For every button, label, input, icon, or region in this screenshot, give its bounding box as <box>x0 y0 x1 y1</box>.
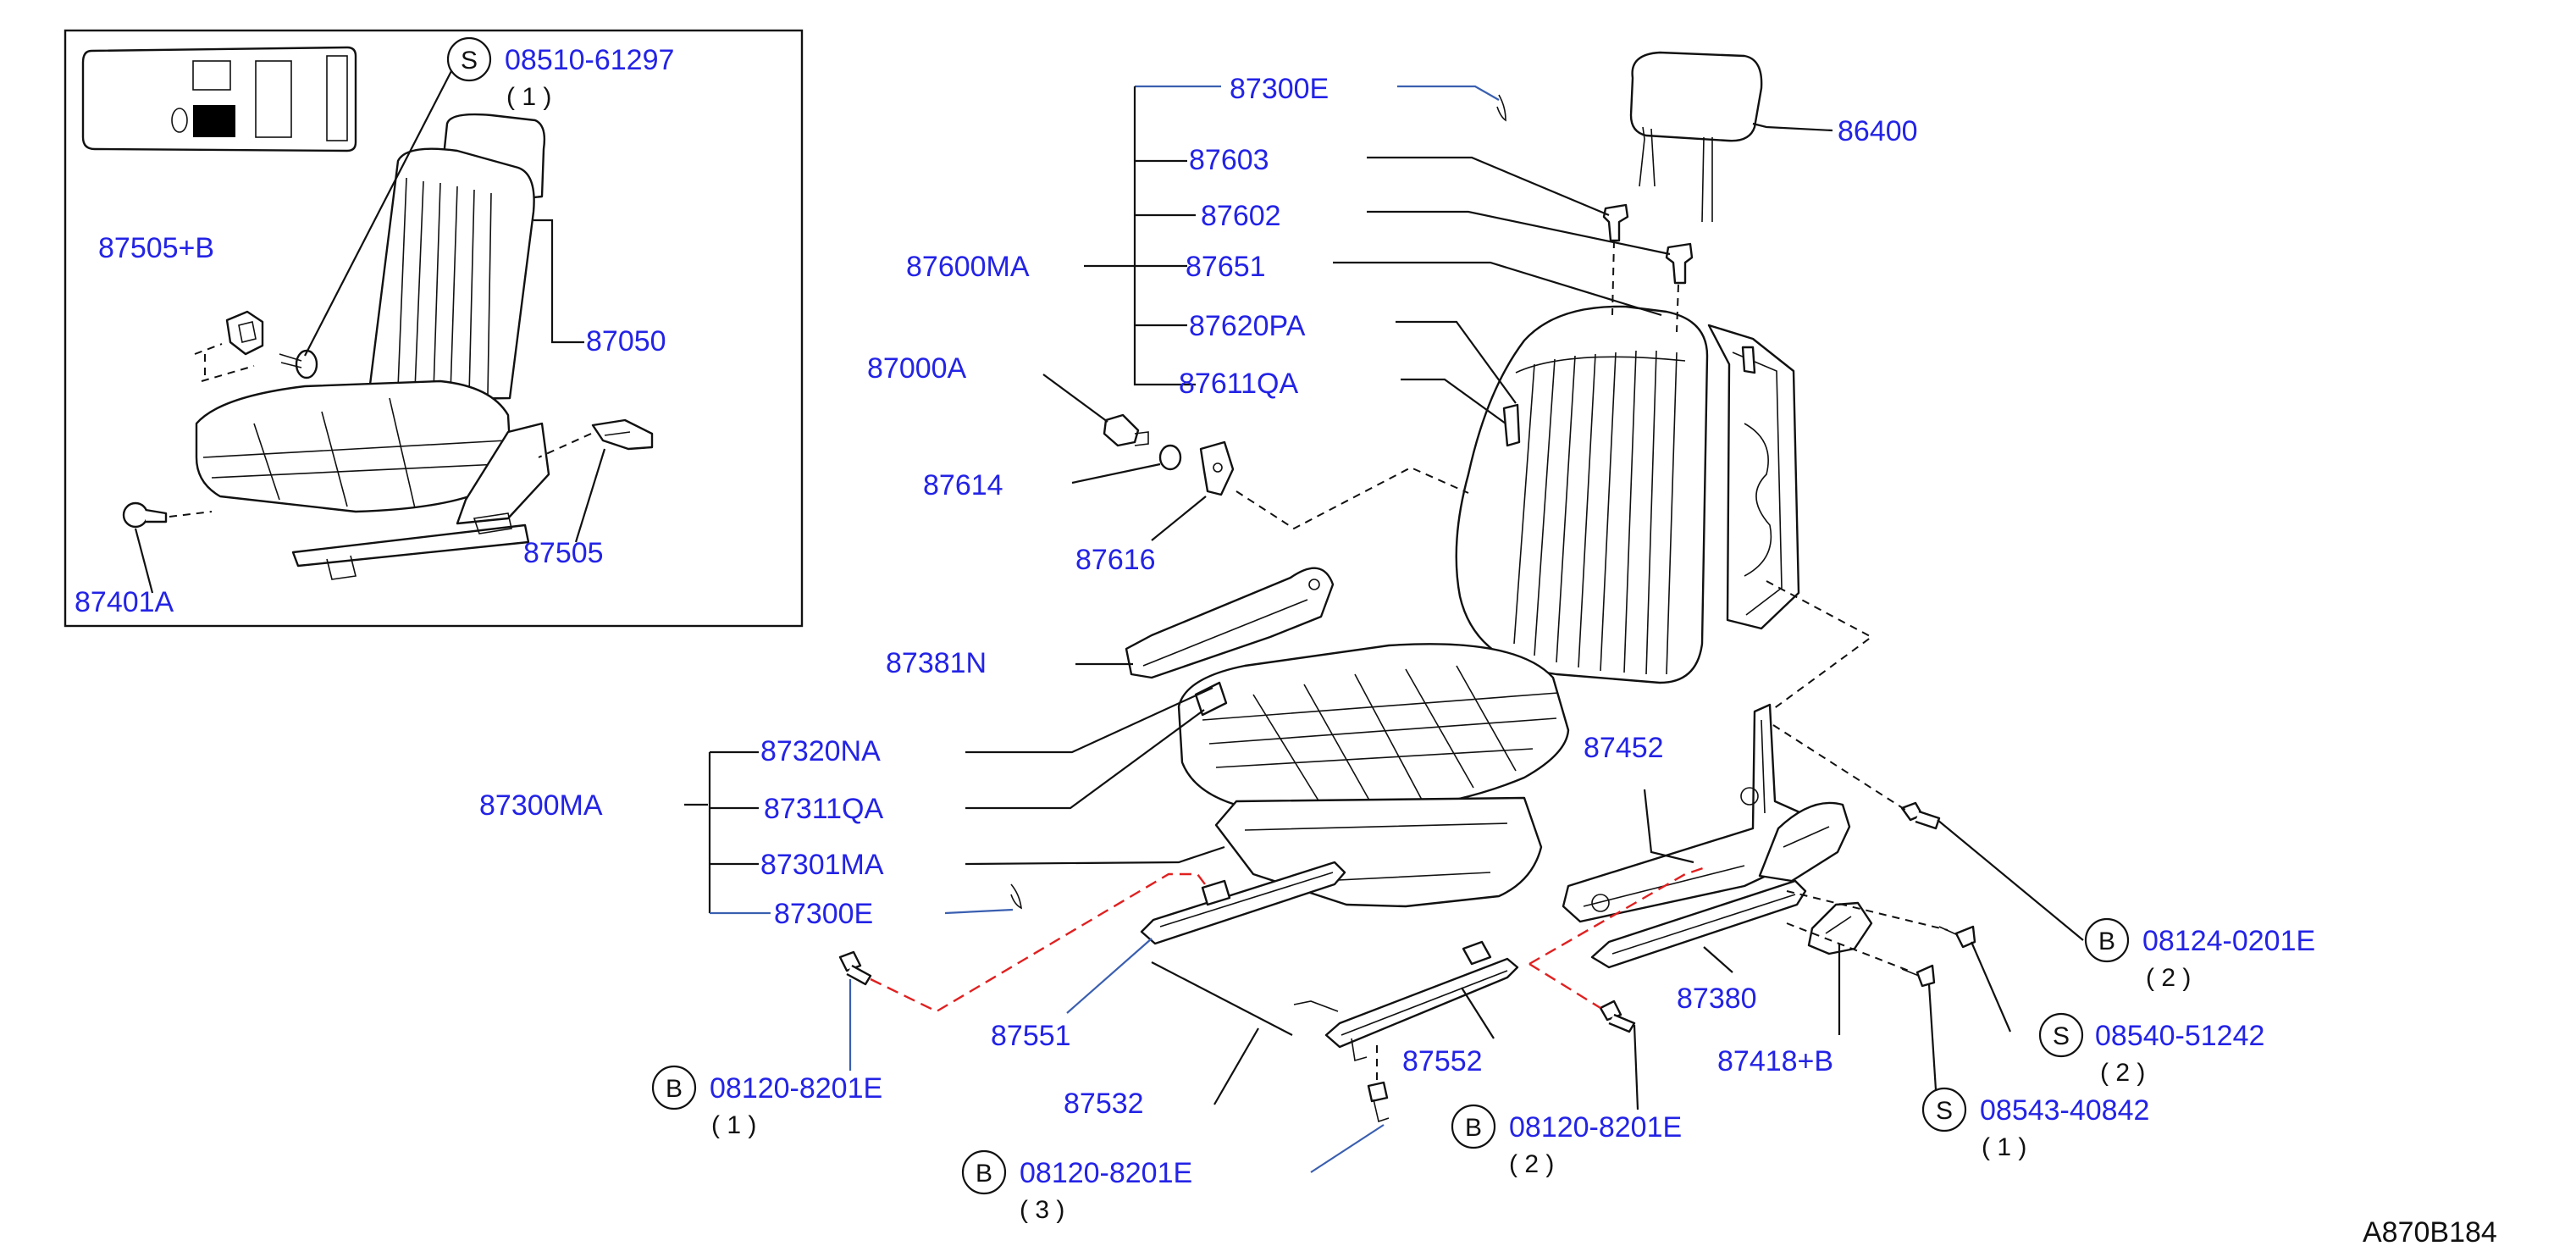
fastener-part-number: 08540-51242 <box>2095 1020 2264 1052</box>
label-86400: 86400 <box>1838 115 1918 147</box>
fastener-qty: ( 2 ) <box>2146 964 2191 992</box>
inset-frame <box>64 29 804 628</box>
seat-rail-left-87551 <box>1140 861 1346 945</box>
part-labels: 87300E 87603 87602 87600MA 87651 87620PA… <box>75 73 1918 1120</box>
label-87651: 87651 <box>1186 251 1266 283</box>
drawing-code: A870B184 <box>2363 1216 2497 1249</box>
screw-08540-51242 <box>1938 925 1976 949</box>
label-87620pa: 87620PA <box>1189 310 1306 342</box>
bolt-08120-8201E-1 <box>838 950 872 986</box>
bracket-87616 <box>1199 440 1235 496</box>
label-87381n: 87381N <box>886 647 987 679</box>
fastener-type: S <box>461 47 478 75</box>
label-87616: 87616 <box>1075 544 1156 576</box>
fastener-type: B <box>976 1160 992 1188</box>
fastener-part-number: 08543-40842 <box>1980 1094 2149 1127</box>
headrest-guide-87603 <box>1602 203 1629 242</box>
label-87602: 87602 <box>1201 200 1281 232</box>
fastener-qty: ( 1 ) <box>711 1111 756 1139</box>
fastener-qty: ( 3 ) <box>1020 1196 1064 1224</box>
label-87600ma: 87600MA <box>906 251 1030 283</box>
side-trim-87381N <box>1125 567 1335 679</box>
label-87300e-top: 87300E <box>1230 73 1329 105</box>
fastener-part-number: 08510-61297 <box>505 44 674 76</box>
bolt-08124-0201E <box>1900 801 1941 830</box>
fastener-type: B <box>1465 1114 1482 1142</box>
fastener-type: S <box>1936 1097 1953 1125</box>
fastener-part-number: 08120-8201E <box>1509 1111 1682 1143</box>
label-87401a: 87401A <box>75 586 174 618</box>
inset-overview <box>64 29 804 628</box>
fastener-s-08510-61297: S 08510-61297 ( 1 ) <box>446 36 674 111</box>
clip-87300E-bottom <box>1010 883 1022 910</box>
label-87452: 87452 <box>1584 732 1664 764</box>
seat-rail-right-87552 <box>1293 940 1519 1062</box>
bushing-87614 <box>1158 444 1182 471</box>
label-87611qa: 87611QA <box>1179 368 1298 400</box>
vehicle-key-map <box>81 46 357 152</box>
label-87380: 87380 <box>1677 983 1757 1015</box>
label-87300ma: 87300MA <box>479 789 603 822</box>
label-87505b: 87505+B <box>98 232 214 264</box>
fastener-part-number: 08120-8201E <box>710 1072 882 1105</box>
fastener-type: B <box>2098 928 2115 955</box>
fastener-part-number: 08124-0201E <box>2142 925 2315 957</box>
inset-screw <box>279 349 318 379</box>
fastener-type: S <box>2053 1022 2070 1050</box>
fastener-qty: ( 1 ) <box>1982 1133 2026 1161</box>
label-87551: 87551 <box>991 1020 1071 1052</box>
label-87614: 87614 <box>923 469 1003 501</box>
clip-87300E-top <box>1496 94 1506 122</box>
fastener-type: B <box>666 1075 683 1103</box>
label-87418b: 87418+B <box>1717 1045 1833 1077</box>
fastener-callouts: S 08510-61297 ( 1 ) B 08124-0201E ( 2 ) … <box>446 36 2315 1224</box>
fastener-b-08120-8201e-2: B 08120-8201E ( 2 ) <box>1451 1104 1682 1178</box>
headrest-guide-87602 <box>1665 242 1694 285</box>
seat-back <box>1455 305 1800 684</box>
label-87505: 87505 <box>523 537 604 569</box>
label-87532: 87532 <box>1064 1088 1144 1120</box>
fastener-b-08120-8201e-3: B 08120-8201E ( 3 ) <box>961 1149 1192 1224</box>
label-87552: 87552 <box>1402 1045 1483 1077</box>
label-87000a: 87000A <box>867 352 967 385</box>
fastener-s-08540-51242: S 08540-51242 ( 2 ) <box>2038 1012 2264 1087</box>
fastener-b-08124-0201e: B 08124-0201E ( 2 ) <box>2084 917 2315 992</box>
headrest-86400 <box>1629 51 1763 223</box>
inset-lever-87505 <box>591 418 654 451</box>
label-87603: 87603 <box>1189 144 1269 176</box>
fastener-s-08543-40842: S 08543-40842 ( 1 ) <box>1921 1087 2149 1161</box>
seat-cushion <box>1177 643 1570 817</box>
recliner-87452 <box>1562 703 1851 923</box>
fastener-qty: ( 1 ) <box>506 83 551 111</box>
label-87311qa: 87311QA <box>764 793 883 825</box>
leader-lines <box>684 85 2084 1173</box>
label-87300e-bottom: 87300E <box>774 898 873 930</box>
fastener-qty: ( 2 ) <box>2100 1059 2145 1087</box>
fastener-part-number: 08120-8201E <box>1020 1157 1192 1189</box>
label-87320na: 87320NA <box>760 735 881 767</box>
label-87301ma: 87301MA <box>760 849 884 881</box>
fastener-b-08120-8201e-1: B 08120-8201E ( 1 ) <box>651 1065 882 1139</box>
bolt-08120-8201E-3 <box>1367 1081 1390 1123</box>
label-87050: 87050 <box>586 325 666 357</box>
inset-hinge-cover <box>225 310 264 356</box>
inset-bolt-87401A <box>122 501 168 529</box>
lever-knob-87000A <box>1103 413 1149 447</box>
fastener-qty: ( 2 ) <box>1509 1150 1554 1178</box>
adjuster-87380 <box>1590 879 1807 969</box>
bolt-08120-8201E-2 <box>1599 1000 1636 1033</box>
screw-08543-40842 <box>1901 964 1936 988</box>
